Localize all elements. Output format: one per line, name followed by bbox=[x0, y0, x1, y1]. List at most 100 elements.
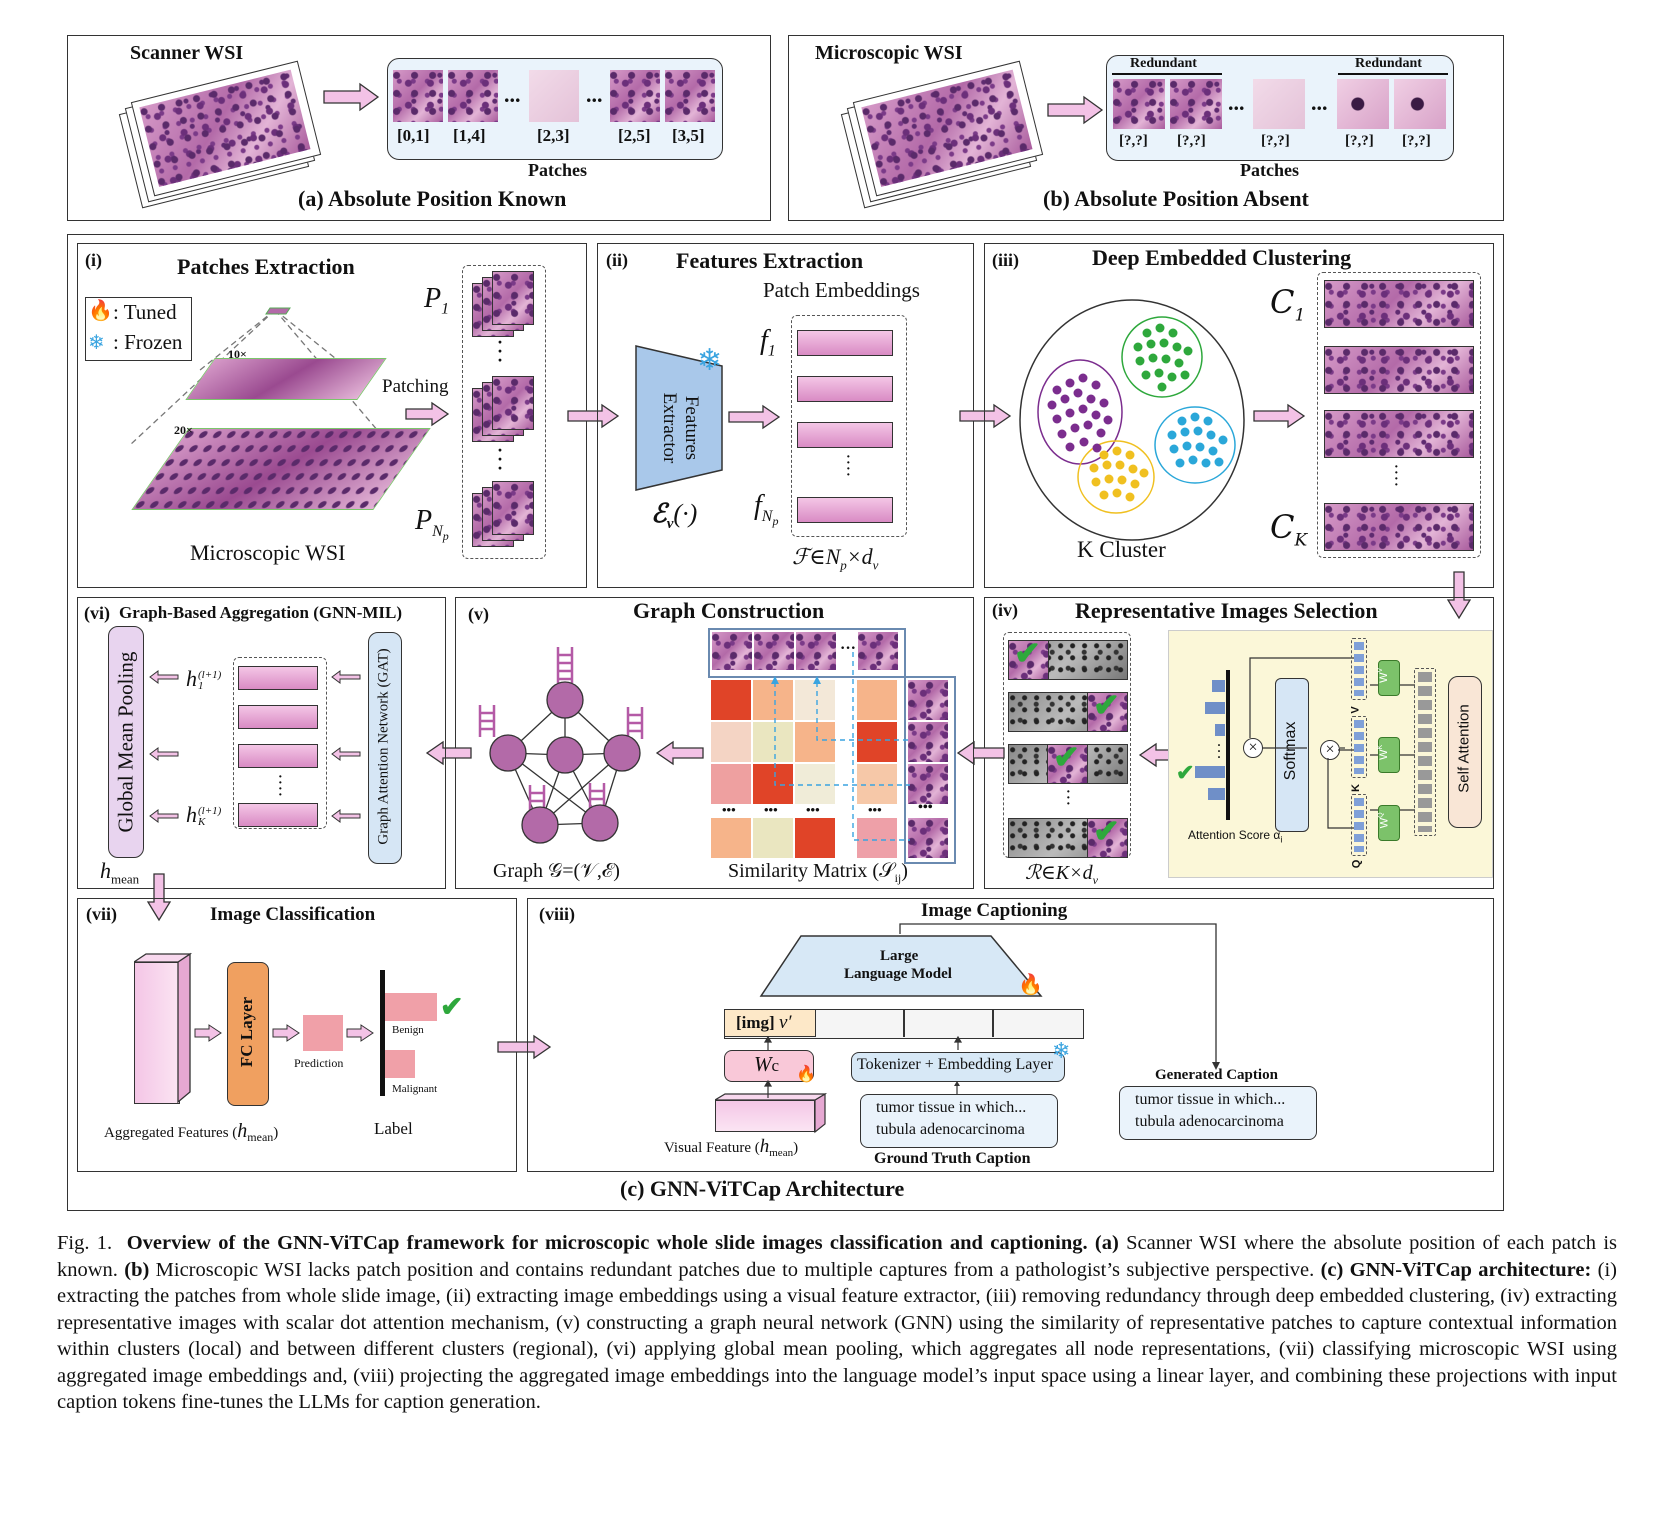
i-to-ii-arrow bbox=[567, 403, 620, 429]
hidden-bar bbox=[238, 803, 318, 827]
self-attention-box bbox=[1448, 676, 1482, 828]
llm-output-wire bbox=[899, 923, 1220, 1070]
patch-thumb bbox=[1253, 79, 1305, 129]
sim-dots: ••• bbox=[722, 802, 736, 817]
patch-thumb bbox=[393, 70, 443, 122]
patch-thumb bbox=[448, 70, 498, 122]
panel-i-title: Patches Extraction bbox=[177, 254, 355, 279]
patch-pos-label: [?,?] bbox=[1345, 133, 1374, 149]
q-vector bbox=[1351, 794, 1367, 856]
sim-cell bbox=[795, 680, 835, 720]
caption-a-text: Scanner WSI where the absolute position … bbox=[57, 1232, 1617, 1281]
patch-thumb bbox=[529, 70, 579, 122]
caption-title: Overview of the GNN-ViTCap framework for… bbox=[126, 1232, 1088, 1254]
k-vector bbox=[1351, 716, 1367, 778]
wsi-10x bbox=[185, 358, 387, 400]
sim-cell bbox=[857, 722, 897, 762]
cluster-diagram bbox=[1019, 299, 1245, 541]
patch-thumb bbox=[1337, 79, 1389, 129]
check-icon: ✔ bbox=[1014, 635, 1041, 671]
sim-dots: ••• bbox=[868, 802, 882, 817]
sim-cell bbox=[711, 818, 751, 858]
sim-cell bbox=[711, 764, 751, 804]
patch-pos-label: [?,?] bbox=[1402, 133, 1431, 149]
sim-cell bbox=[795, 722, 835, 762]
benign-bar bbox=[385, 993, 437, 1021]
fc-layer-box bbox=[227, 962, 269, 1106]
gen-caption-line-2: tubula adenocarcinoma bbox=[1135, 1113, 1284, 1130]
legend-frozen: : Frozen bbox=[113, 330, 183, 354]
patch-pos-label: [0,1] bbox=[397, 126, 430, 145]
embedding-bar bbox=[797, 497, 893, 523]
check-icon: ✔ bbox=[1053, 739, 1080, 775]
ck-label: CK bbox=[1270, 508, 1308, 551]
sim-cell bbox=[711, 722, 751, 762]
sim-cell bbox=[753, 818, 793, 858]
hmean-label: hmean bbox=[100, 858, 140, 887]
gen-caption-box bbox=[1119, 1086, 1317, 1140]
patch-thumb bbox=[1113, 79, 1165, 129]
redundant-bracket bbox=[1338, 73, 1448, 79]
sim-top-patch bbox=[858, 632, 898, 670]
sim-dashed-links bbox=[771, 652, 910, 841]
wv-box bbox=[1378, 660, 1400, 696]
sim-dots: ••• bbox=[764, 802, 778, 817]
v-vector bbox=[1351, 638, 1367, 700]
cluster-row bbox=[1324, 280, 1474, 328]
vi-to-vii-arrow bbox=[146, 873, 172, 922]
prediction-box bbox=[303, 1015, 343, 1051]
panel-iii-title: Deep Embedded Clustering bbox=[1092, 245, 1352, 270]
sim-top-patch bbox=[712, 632, 752, 670]
panel-iv-title: Representative Images Selection bbox=[1075, 598, 1378, 623]
wk-box bbox=[1378, 737, 1400, 773]
sim-cell bbox=[795, 818, 835, 858]
graph-label: Graph 𝒢=(𝒱,ℰ) bbox=[493, 860, 620, 882]
check-icon: ✔ bbox=[440, 992, 464, 1023]
embedding-bar bbox=[797, 330, 893, 356]
ellipsis: ... bbox=[1228, 90, 1245, 115]
v-to-vi-arrow bbox=[425, 740, 472, 766]
caption-a-label: (a) bbox=[1094, 1232, 1119, 1254]
panel-iii bbox=[984, 243, 1494, 588]
ii-to-iii-arrow bbox=[959, 403, 1012, 429]
panel-a bbox=[67, 35, 771, 221]
patches-label: Patches bbox=[1240, 160, 1299, 180]
llm-label-2: Language Model bbox=[844, 966, 952, 982]
gt-caption-line-1: tumor tissue in which... bbox=[876, 1099, 1027, 1116]
panel-i-num: (i) bbox=[85, 250, 102, 270]
gen-caption-label: Generated Caption bbox=[1155, 1067, 1278, 1083]
clusters-frame bbox=[1317, 272, 1481, 558]
hidden-bar bbox=[238, 705, 318, 729]
cluster-arrow bbox=[1253, 403, 1306, 429]
attention-bar bbox=[1208, 788, 1225, 800]
prediction-label: Prediction bbox=[294, 1056, 344, 1070]
visual-feature-label: Visual Feature (hmean) bbox=[664, 1136, 799, 1159]
wq-box bbox=[1378, 805, 1400, 841]
panel-iv-num: (iv) bbox=[992, 600, 1018, 620]
wk-label: WK bbox=[1377, 744, 1390, 760]
mag-10x: 10× bbox=[228, 347, 247, 361]
patching-label: Patching bbox=[382, 376, 449, 397]
panel-ii-title: Features Extraction bbox=[676, 248, 864, 273]
v-label: V bbox=[1349, 706, 1362, 714]
pred-to-label-arrow bbox=[346, 1024, 374, 1042]
fn-label: fNp bbox=[754, 490, 779, 528]
ellipsis: ••• bbox=[918, 800, 933, 815]
panel-a-arrow bbox=[323, 82, 380, 112]
legend bbox=[85, 297, 192, 361]
fire-icon: 🔥 bbox=[796, 1066, 816, 1083]
malignant-bar bbox=[385, 1050, 415, 1078]
snowflake-icon: ❄ bbox=[1052, 1038, 1071, 1063]
viii-up-arrows bbox=[763, 1036, 963, 1098]
img-token-label: [img] v′ bbox=[736, 1012, 792, 1033]
redundant-bracket bbox=[1112, 73, 1222, 79]
token-cell bbox=[903, 1009, 905, 1037]
multiply-icon: × bbox=[1320, 740, 1340, 760]
patch-pos-label: [3,5] bbox=[672, 126, 705, 145]
gt-caption-box bbox=[860, 1094, 1058, 1148]
cluster-row bbox=[1324, 503, 1474, 551]
patch-thumb bbox=[1394, 79, 1446, 129]
agg-features-label: Aggregated Features (hmean) bbox=[104, 1120, 279, 1144]
graph bbox=[478, 647, 644, 844]
redundant-label: Redundant bbox=[1130, 56, 1197, 71]
